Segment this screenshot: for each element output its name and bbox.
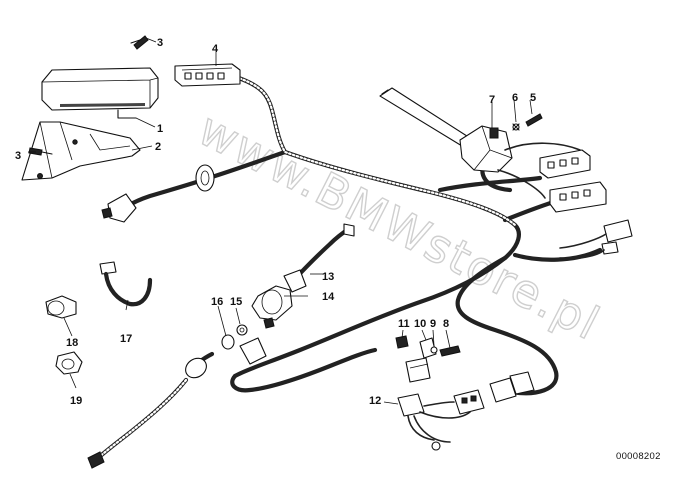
part-label-3-top: 3 (157, 37, 163, 49)
connector-group-right (539, 149, 633, 260)
part-4-connector (174, 63, 241, 87)
part-label-4: 4 (212, 43, 219, 55)
part-label-2: 2 (155, 141, 161, 153)
grommet-and-plug (101, 164, 215, 223)
part-12-connector-set (397, 371, 535, 451)
part-label-8: 8 (443, 318, 449, 330)
part-17-clip (99, 261, 153, 307)
part-label-17: 17 (120, 333, 132, 345)
screw-icon (512, 113, 543, 131)
part-number-labels: 1 2 3 3 4 5 6 7 8 9 10 11 12 13 14 15 16… (15, 37, 536, 407)
part-label-9: 9 (430, 318, 436, 330)
part-13-14-sockets (251, 223, 355, 329)
part-label-10: 10 (414, 318, 426, 330)
wiring-harness (119, 74, 603, 396)
part-label-5: 5 (530, 92, 536, 104)
part-label-7: 7 (489, 94, 495, 106)
part-label-14: 14 (322, 291, 335, 303)
part-1-control-unit (41, 67, 159, 119)
part-2-bracket (21, 121, 141, 181)
part-label-12: 12 (369, 395, 381, 407)
part-label-1: 1 (157, 123, 163, 135)
part-7-stalk-switch (379, 87, 581, 199)
screw-icon (28, 35, 149, 156)
part-label-11: 11 (398, 318, 410, 330)
watermark-text: www.BMWstore.pl (190, 102, 609, 351)
part-label-19: 19 (70, 395, 82, 407)
part-label-6: 6 (512, 92, 518, 104)
part-label-3-left: 3 (15, 150, 21, 162)
part-label-18: 18 (66, 337, 78, 349)
part-label-13: 13 (322, 271, 334, 283)
part-8-11-relay-hardware (395, 335, 461, 383)
part-18-19-clamps (45, 295, 83, 375)
diagram-reference-id: 00008202 (616, 451, 661, 462)
part-15-16-cable-set (87, 324, 267, 469)
part-label-16: 16 (211, 296, 223, 308)
leader-lines (28, 37, 533, 405)
part-label-15: 15 (230, 296, 242, 308)
